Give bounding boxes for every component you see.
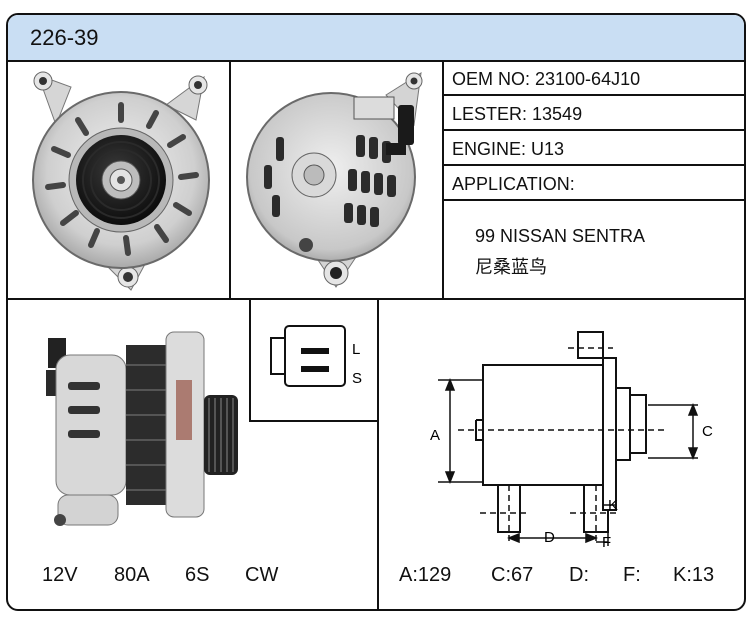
col-divider-bottom	[377, 298, 379, 609]
title-bar: 226-39	[8, 15, 744, 62]
dimension-k: K:13	[673, 564, 715, 586]
alternator-front-image	[16, 65, 222, 293]
amperage: 80A	[114, 564, 150, 586]
dim-f-label: F	[602, 534, 611, 551]
part-number: 226-39	[30, 25, 99, 50]
rotation: CW	[245, 564, 279, 586]
col-divider-top-1	[229, 60, 231, 298]
application-label: APPLICATION:	[452, 174, 575, 194]
alternator-side-image	[38, 310, 243, 535]
oem-number: OEM NO: 23100-64J10	[452, 69, 641, 89]
dimension-c: C:67	[491, 564, 534, 586]
application-vehicle-cn: 尼桑蓝鸟	[475, 257, 547, 277]
spec-sheet: 226-39	[6, 13, 746, 611]
spec-row-line	[442, 94, 744, 96]
terminal-l-label: L	[352, 341, 360, 358]
spec-row-line	[442, 129, 744, 131]
pulley-type: 6S	[185, 564, 210, 586]
application-vehicle: 99 NISSAN SENTRA	[475, 226, 646, 246]
spec-row-line	[442, 199, 744, 201]
dim-d-label: D	[544, 529, 555, 546]
dimension-d: D:	[569, 564, 589, 586]
connector-diagram: L S	[249, 298, 377, 422]
dim-k-label: K	[608, 497, 618, 514]
spec-row-line	[442, 164, 744, 166]
alternator-rear-image	[236, 65, 436, 293]
voltage: 12V	[42, 564, 78, 586]
dimension-a: A:129	[399, 564, 452, 586]
lester-number: LESTER: 13549	[452, 104, 583, 124]
row-divider	[8, 298, 744, 300]
dimension-diagram: A C D F	[398, 310, 738, 555]
terminal-s-label: S	[352, 370, 362, 387]
col-divider-top-2	[442, 60, 444, 298]
dim-a-label: A	[430, 427, 440, 444]
dim-c-label: C	[702, 423, 713, 440]
dimension-f: F:	[623, 564, 641, 586]
engine-code: ENGINE: U13	[452, 139, 565, 159]
